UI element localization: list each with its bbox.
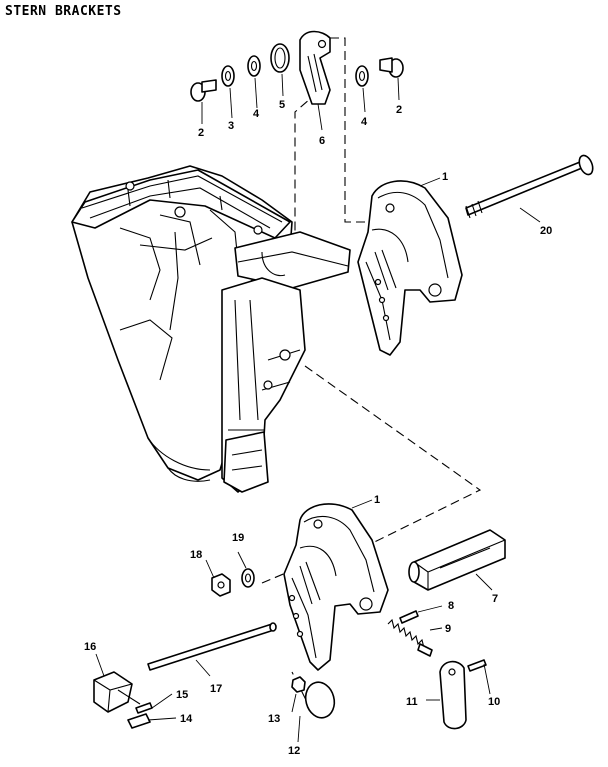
- part-9-spring: [387, 618, 433, 657]
- callout-labels: 2 3 4 5 6 4 2 1 20 1 7 8 9 10 11 12 13 1…: [84, 99, 552, 757]
- callout-14: 14: [180, 713, 193, 725]
- callout-9: 9: [445, 623, 451, 635]
- part-17-rod: [147, 622, 277, 671]
- callout-17: 17: [210, 683, 222, 695]
- part-4-washer-right: [355, 65, 369, 87]
- callout-18: 18: [190, 549, 202, 561]
- part-2-screw-right: [379, 57, 404, 78]
- callout-4-right: 4: [361, 116, 368, 128]
- callout-3: 3: [228, 120, 234, 132]
- part-7-cushion-block: [408, 529, 506, 591]
- part-14-clip: [127, 713, 151, 729]
- part-5-spring: [270, 43, 290, 73]
- part-8-pin: [399, 610, 419, 624]
- part-16-handle-bracket: [93, 671, 141, 713]
- drive-shaft-housing: [71, 165, 351, 493]
- part-2-screw-left: [190, 79, 217, 102]
- part-15-pin: [135, 702, 153, 714]
- callout-12: 12: [288, 745, 300, 757]
- callout-19: 19: [232, 532, 244, 544]
- callout-1-upper: 1: [442, 171, 448, 183]
- callout-16: 16: [84, 641, 96, 653]
- callout-1-lower: 1: [374, 494, 380, 506]
- part-13-nut: [291, 676, 306, 693]
- callout-20: 20: [540, 225, 552, 237]
- callout-10: 10: [488, 696, 500, 708]
- part-4-washer-left: [247, 55, 261, 77]
- part-12-disc: [304, 681, 336, 719]
- part-6-clamp-lever: [299, 30, 331, 105]
- part-11-lever: [439, 660, 467, 730]
- part-1-stern-bracket-upper: [357, 180, 463, 356]
- part-3-washer: [221, 65, 235, 87]
- callout-15: 15: [176, 689, 188, 701]
- callout-2-left: 2: [198, 127, 204, 139]
- part-19-washer: [241, 568, 255, 588]
- part-10-pin: [467, 659, 487, 672]
- part-20-through-bolt: [465, 154, 594, 219]
- part-1-stern-bracket-lower: [283, 503, 389, 671]
- callout-5: 5: [279, 99, 285, 111]
- part-18-nut: [211, 573, 231, 597]
- leader-lines: [95, 73, 541, 743]
- callout-7: 7: [492, 593, 498, 605]
- callout-4-left: 4: [253, 108, 260, 120]
- page-title: STERN BRACKETS: [5, 4, 122, 19]
- callout-11: 11: [406, 696, 418, 708]
- callout-8: 8: [448, 600, 454, 612]
- callout-6: 6: [319, 135, 325, 147]
- callout-13: 13: [268, 713, 280, 725]
- callout-2-right: 2: [396, 104, 402, 116]
